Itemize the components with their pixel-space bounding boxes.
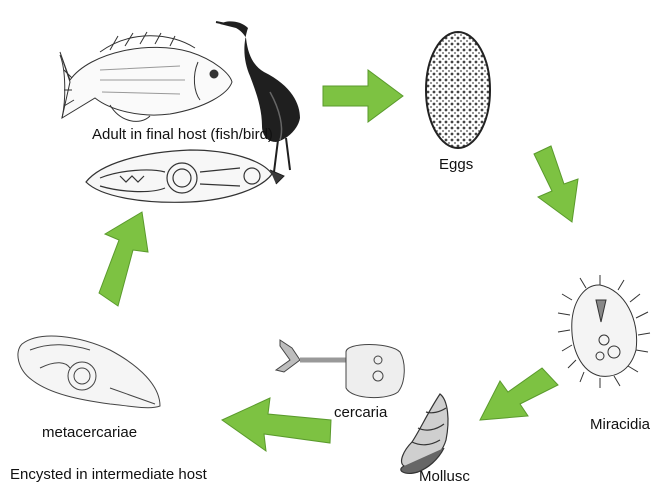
arrow-mollusc-to-metacercariae [222, 398, 331, 451]
metacercariae-label: metacercariae [42, 424, 137, 441]
miracidia-label: Miracidia [590, 416, 650, 433]
metacercaria-icon [18, 336, 160, 408]
mollusc-label: Mollusc [419, 468, 470, 485]
cercaria-icon [276, 340, 404, 398]
arrow-adult-to-eggs [323, 70, 403, 122]
miracidium-icon [558, 275, 650, 388]
snail-icon [401, 394, 448, 473]
cercaria-label: cercaria [334, 404, 387, 421]
encysted-label: Encysted in intermediate host [10, 466, 207, 483]
adult-label: Adult in final host (fish/bird) [92, 126, 273, 143]
eggs-label: Eggs [439, 156, 473, 173]
adult-fluke-icon [86, 150, 272, 202]
arrow-miracidia-to-mollusc [480, 368, 558, 420]
arrow-metacercariae-to-adult [99, 212, 148, 306]
arrow-eggs-to-miracidia [534, 146, 578, 222]
fish-icon [60, 32, 232, 121]
egg-icon [426, 32, 490, 148]
